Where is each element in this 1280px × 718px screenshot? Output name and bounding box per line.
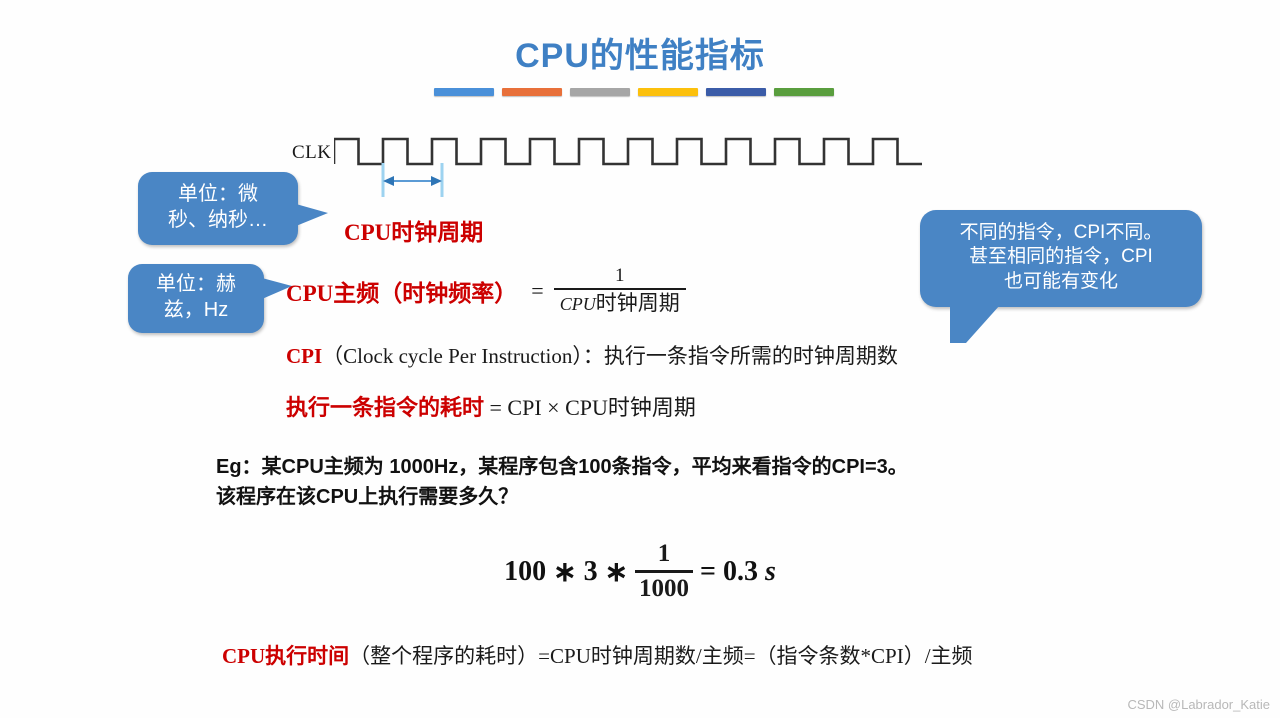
instruction-time-expression: = CPI × CPU时钟周期 [484, 395, 696, 420]
cpi-expansion: （Clock cycle Per Instruction）：执行一条指令所需的时… [322, 344, 898, 368]
example-line-2: 该程序在该CPU上执行需要多久？ [216, 486, 519, 508]
callout-tail-icon [950, 304, 1000, 343]
equals-sign: = [531, 277, 544, 303]
cpu-exec-time-label: CPU执行时间 [222, 644, 350, 668]
frequency-fraction: 1 CPU时钟周期 [553, 265, 686, 315]
denominator-cpu-italic: CPU [559, 293, 596, 314]
decor-bar-darkblue [706, 88, 766, 96]
callout-tail-icon [296, 204, 328, 226]
example-line-1: Eg：某CPU主频为 1000Hz，某程序包含100条指令，平均来看指令的CPI… [216, 456, 908, 478]
formula-fraction-bar [635, 569, 694, 573]
example-formula: 100 ∗ 3 ∗ 1 1000 = 0.3 s [0, 540, 1280, 603]
formula-factor-1: 100 [504, 555, 547, 587]
clock-period-marker [380, 163, 460, 202]
formula-operator-2: ∗ [604, 556, 629, 588]
callout-cpi-note: 不同的指令，CPI不同。 甚至相同的指令，CPI 也可能有变化 [920, 210, 1202, 343]
page-title: CPU的性能指标 [515, 37, 765, 75]
callout-unit-time-line1: 单位：微 [178, 183, 258, 205]
callout-unit-hz-line2: 兹，Hz [163, 298, 229, 321]
decor-bar-yellow [638, 88, 698, 96]
callout-cpi-note-line1: 不同的指令，CPI不同。 [959, 222, 1163, 243]
callout-cpi-note-line3: 也可能有变化 [1003, 270, 1118, 292]
instruction-time-formula: 执行一条指令的耗时 = CPI × CPU时钟周期 [286, 390, 696, 422]
decor-bar-group [434, 88, 834, 98]
fraction-numerator: 1 [614, 265, 625, 286]
formula-result: 0.3 [723, 555, 758, 587]
decor-bar-gray [570, 88, 630, 96]
example-question: Eg：某CPU主频为 1000Hz，某程序包含100条指令，平均来看指令的CPI… [216, 452, 908, 512]
formula-factor-2: 3 [583, 555, 598, 587]
callout-unit-time: 单位：微 秒、纳秒… [138, 172, 328, 246]
formula-fraction: 1 1000 [635, 540, 694, 603]
cpu-frequency-label: CPU主频（时钟频率） [286, 280, 518, 306]
fraction-denominator: CPU时钟周期 [554, 290, 686, 315]
decor-bar-green [774, 88, 834, 96]
denominator-rest: 时钟周期 [595, 290, 680, 315]
formula-equals: = [700, 555, 716, 587]
example-formula-row: 100 ∗ 3 ∗ 1 1000 = 0.3 s [504, 540, 776, 603]
watermark-text: CSDN @Labrador_Katie [1127, 697, 1270, 712]
cpu-exec-time-expression: （整个程序的耗时）=CPU时钟周期数/主频=（指令条数*CPI）/主频 [349, 644, 973, 668]
cpu-frequency-formula: CPU主频（时钟频率） = 1 CPU时钟周期 [286, 265, 686, 315]
callout-unit-hz-line1: 单位：赫 [156, 273, 236, 295]
formula-numerator: 1 [657, 540, 671, 567]
cpi-definition: CPI（Clock cycle Per Instruction）：执行一条指令所… [286, 340, 898, 370]
cpu-clock-cycle-label: CPU时钟周期 [344, 220, 484, 245]
decor-bar-blue [434, 88, 494, 96]
clock-waveform [332, 135, 934, 176]
cpi-abbrev: CPI [286, 344, 323, 368]
callout-unit-hz: 单位：赫 兹，Hz [128, 264, 292, 334]
callout-cpi-note-line2: 甚至相同的指令，CPI [969, 246, 1153, 268]
fraction-bar [553, 287, 686, 290]
callout-tail-icon [262, 278, 292, 299]
formula-denominator: 1000 [639, 574, 690, 602]
clk-signal-label: CLK [292, 142, 332, 163]
formula-operator-1: ∗ [553, 556, 577, 588]
instruction-time-label: 执行一条指令的耗时 [286, 395, 485, 420]
decor-bar-orange [502, 88, 562, 96]
formula-unit: s [765, 555, 776, 587]
cpu-exec-time-formula: CPU执行时间（整个程序的耗时）=CPU时钟周期数/主频=（指令条数*CPI）/… [222, 640, 973, 670]
callout-unit-time-line2: 秒、纳秒… [168, 208, 268, 231]
